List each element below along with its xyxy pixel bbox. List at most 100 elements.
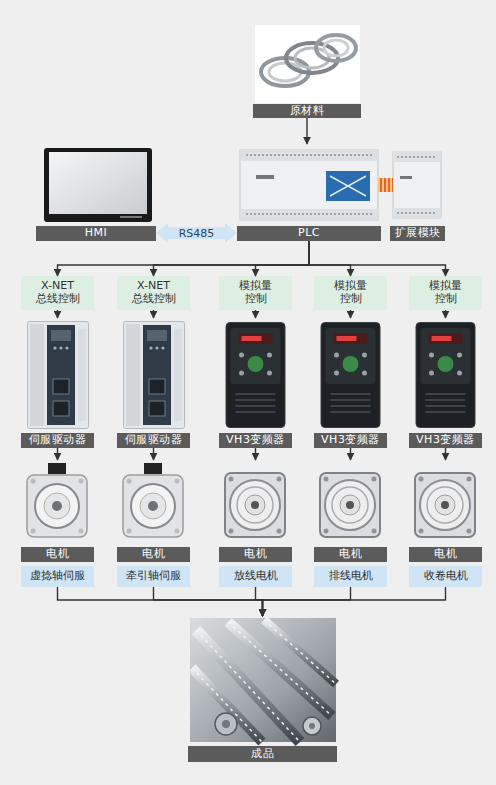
control-label: X-NET 总线控制 [21,276,94,310]
plc-logo [256,175,274,179]
node-text: VH3变频器 [321,434,380,447]
process-box: 伺服驱动器 [117,318,190,448]
process-box: 模拟量 控制 [219,276,292,310]
ribbon-cable [378,178,393,192]
process-box: PLC [237,144,381,241]
rope-core [222,720,230,728]
node-text: 模拟量 控制 [322,280,380,305]
process-box: 电机虚捻轴伺服 [21,460,94,587]
caption-bar: 电机 [21,547,94,562]
caption-bar: 扩展模块 [390,226,445,241]
node-text: X-NET 总线控制 [125,280,183,305]
process-box: HMI [36,144,156,241]
node-text: 电机 [244,548,267,561]
function-label: 放线电机 [219,566,292,587]
expansion-body [393,152,441,218]
expansion-pins [397,157,437,213]
process-box: 电机放线电机 [219,460,292,587]
node-text: 虚捻轴伺服 [30,570,85,583]
node-text: 模拟量 控制 [417,280,475,305]
hmi-frame [44,148,152,222]
plc-unit [240,150,378,220]
process-box: 电机牵引轴伺服 [117,460,190,587]
caption-bar: VH3变频器 [219,433,292,448]
node-text: HMI [85,227,108,240]
bus-arrow [156,223,237,243]
caption-bar: VH3变频器 [409,433,482,448]
edge-label: RS485 [179,227,215,240]
hmi-display [49,152,147,214]
servo-drive-image [124,322,185,429]
rope-twist [192,620,336,742]
plc-panel [326,171,370,201]
plc-panel-mark [330,176,366,196]
rope-section [303,717,321,735]
motor-image [320,473,380,537]
wire-rope-photo [190,618,336,742]
caption-bar: 成品 [188,746,337,762]
process-box: 电机收卷电机 [409,460,482,587]
function-label: 虚捻轴伺服 [21,566,94,587]
inverter-image [416,323,475,428]
node-text: 模拟量 控制 [227,280,285,305]
node-text: VH3变频器 [416,434,475,447]
motor-image [225,473,285,537]
servo-motor-image [27,463,87,537]
expansion-unit [393,152,441,218]
caption-bar: 电机 [409,547,482,562]
hmi-logo [120,216,142,218]
caption-bar: 电机 [117,547,190,562]
function-label: 收卷电机 [409,566,482,587]
rope-core [309,723,315,729]
connector-arrow [445,448,446,460]
caption-bar: VH3变频器 [314,433,387,448]
function-label: 牵引轴伺服 [117,566,190,587]
connector-arrow [350,310,351,318]
process-box: X-NET 总线控制 [117,276,190,310]
caption-bar: HMI [36,226,156,241]
plc-pins [246,155,372,214]
node-text: 放线电机 [234,570,278,583]
inverter-image [226,323,285,428]
process-box: 成品 [188,616,337,762]
coil [316,35,356,61]
connector-arrow [445,310,446,318]
connector-arrow [58,241,310,276]
node-text: 伺服驱动器 [125,434,183,447]
caption-bar: 伺服驱动器 [117,433,190,448]
connector-arrow [309,241,446,276]
process-box: VH3变频器 [314,318,387,448]
inverter-image [321,323,380,428]
node-text: 电机 [46,548,69,561]
connector-arrow [154,587,263,616]
photo-frame [190,618,336,742]
node-text: PLC [298,227,320,240]
control-label: 模拟量 控制 [409,276,482,310]
coil [286,43,338,73]
node-text: VH3变频器 [226,434,285,447]
process-box: 扩展模块 [390,144,445,241]
connector-arrow [263,587,351,616]
control-label: 模拟量 控制 [219,276,292,310]
expansion-logo [400,176,412,179]
coil [324,40,348,56]
process-box: 电机排线电机 [314,460,387,587]
process-box: 伺服驱动器 [21,318,94,448]
connector-arrow [309,241,351,276]
node-text: 电机 [339,548,362,561]
node-text: 原材料 [290,105,325,118]
function-label: 排线电机 [314,566,387,587]
process-box: VH3变频器 [219,318,292,448]
plc-terminal [240,150,378,161]
node-text: X-NET 总线控制 [29,280,87,305]
motor-image [415,473,475,537]
connector-arrow [58,587,263,616]
process-box: 原材料 [253,22,361,118]
control-label: X-NET 总线控制 [117,276,190,310]
process-box: 模拟量 控制 [314,276,387,310]
connector-arrow [255,310,256,318]
node-text: 牵引轴伺服 [126,570,181,583]
process-box: X-NET 总线控制 [21,276,94,310]
